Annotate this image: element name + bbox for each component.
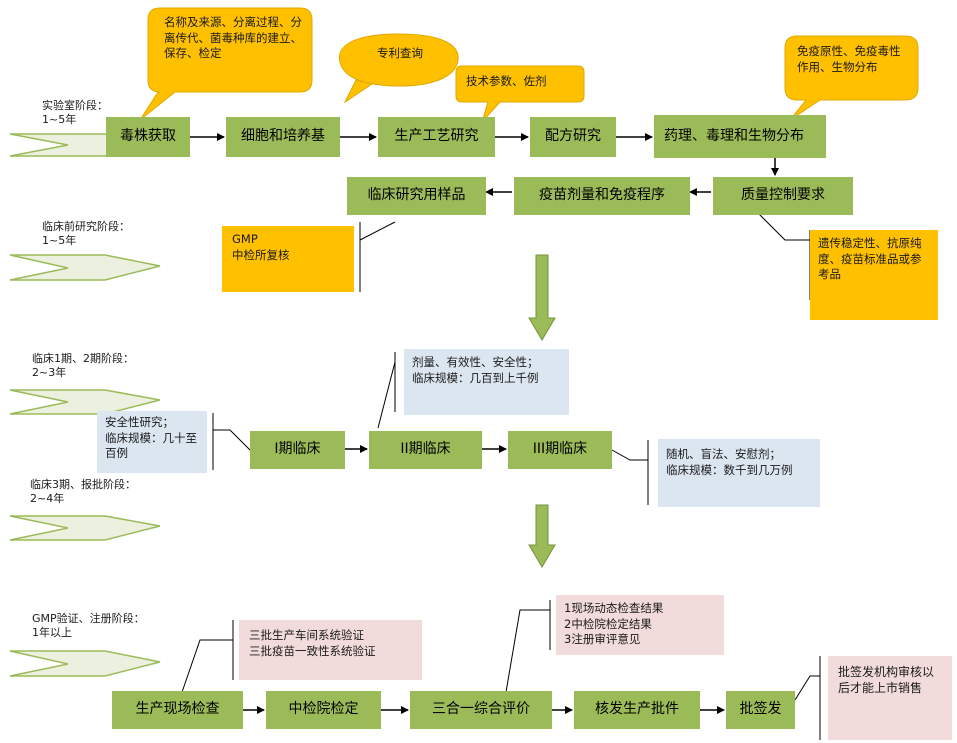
callout-line-phase1 [212,413,251,470]
stage-chevron-phase3 [9,515,161,541]
note-evaluation-inputs: 1现场动态检查结果 2中检院检定结果 3注册审评意见 [556,595,724,655]
box-phase3: III期临床 [508,431,612,469]
stage-text-gmp: GMP验证、注册阶段： 1年以上 [32,612,145,640]
stage-label-preclinical: 临床前研究阶段： 1~5年 [42,220,130,249]
stage-text-lab: 实验室阶段： 1~5年 [42,99,108,127]
big-down-arrow-1 [528,254,556,341]
stage-label-lab: 实验室阶段： 1~5年 [42,99,108,128]
box-phase2: II期临床 [369,431,482,469]
box-phase1: I期临床 [250,431,345,469]
box-lot-release: 批签发 [726,691,795,729]
stage-text-phase3: 临床3期、报批阶段： 2~4年 [30,478,136,506]
callout-line-release [794,656,821,740]
note-gmp-review: GMP 中检所复核 [222,226,354,292]
bubble-origin [139,7,313,121]
box-production-approval: 核发生产批件 [574,691,700,729]
box-comprehensive-eval: 三合一综合评价 [410,691,552,729]
box-clinical-samples: 临床研究用样品 [347,177,486,215]
note-lot-release-info: 批签发机构审核以后才能上市销售 [828,656,952,740]
note-phase2-details: 剂量、有效性、安全性； 临床规模：几百到上千例 [404,349,569,415]
callout-line-gmp [359,221,396,292]
note-phase3-details: 随机、盲法、安慰剂； 临床规模：数千到几万例 [658,439,820,507]
stage-label-phase3: 临床3期、报批阶段： 2~4年 [30,478,136,507]
box-nifdc-testing: 中检院检定 [266,691,381,729]
callout-line-gmp-verify [179,620,234,699]
callout-line-qc [754,209,811,300]
bubble-patent-text: 专利查询 [377,46,423,60]
bubble-patent [338,33,459,104]
stage-text-preclinical: 临床前研究阶段： 1~5年 [42,220,130,248]
box-site-inspection: 生产现场检查 [112,691,243,729]
box-dose-schedule: 疫苗剂量和免疫程序 [514,177,690,215]
box-formulation: 配方研究 [530,117,616,157]
bubble-params [455,65,585,123]
stage-label-phase12: 临床1期、2期阶段： 2~3年 [32,352,134,381]
callout-line-phase2 [377,352,396,429]
box-quality-control: 质量控制要求 [713,177,853,215]
box-pharm-tox: 药理、毒理和生物分布 [654,115,826,158]
callout-line-eval [504,600,551,699]
stage-chevron-preclinical [9,254,161,281]
bubble-params-text: 技术参数、佐剂 [466,74,547,88]
note-quality-details: 遗传稳定性、抗原纯度、疫苗标准品或参考品 [810,230,938,320]
stage-text-phase12: 临床1期、2期阶段： 2~3年 [32,352,134,380]
bubble-pharm [784,35,919,121]
big-down-arrow-2 [528,504,556,568]
callout-line-phase3 [611,440,649,505]
bubble-pharm-text: 免疫原性、免疫毒性作用、生物分布 [797,44,901,74]
box-strain-acquisition: 毒株获取 [106,117,190,157]
note-phase1-details: 安全性研究； 临床规模：几十至百例 [97,411,207,473]
note-gmp-verification: 三批生产车间系统验证 三批疫苗一致性系统验证 [239,620,422,680]
stage-label-gmp: GMP验证、注册阶段： 1年以上 [32,612,145,641]
box-process-research: 生产工艺研究 [378,117,495,157]
stage-chevron-gmp [9,650,161,677]
box-cell-medium: 细胞和培养基 [226,117,340,157]
bubble-origin-text: 名称及来源、分离过程、分离传代、菌毒种库的建立、保存、检定 [164,15,302,61]
